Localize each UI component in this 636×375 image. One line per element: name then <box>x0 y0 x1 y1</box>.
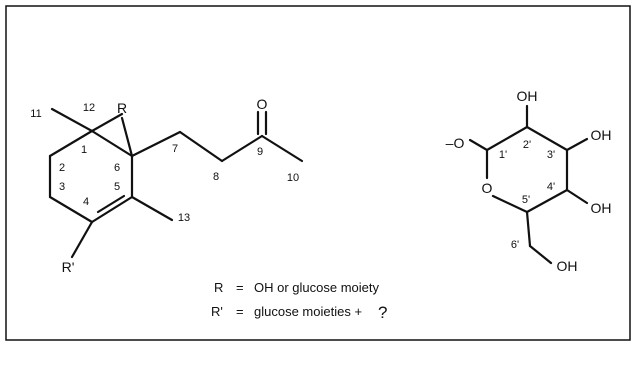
carbonyl-oxygen: O <box>257 96 268 112</box>
bond-c3p-oh <box>565 137 589 152</box>
locant-3p: 3' <box>547 149 555 161</box>
hydroxyl-c6p: OH <box>557 258 578 274</box>
legend-r-prime-symbol: R' <box>211 304 223 319</box>
locant-11: 11 <box>30 108 41 120</box>
locant-2p: 2' <box>523 139 531 151</box>
legend-r-prime-text: glucose moieties + <box>254 304 362 319</box>
glucose-structure: O –O OH OH OH OH 1' 2' 3' 4' 5' 6' <box>446 88 612 274</box>
legend-r-equals: = <box>236 280 244 295</box>
legend-r-symbol: R <box>214 280 223 295</box>
bond-c3-c4 <box>48 195 94 224</box>
bond-c7-c8 <box>178 130 224 163</box>
bond-c6p-oh <box>528 244 553 265</box>
locant-7: 7 <box>172 143 178 155</box>
aglycone-structure: O R R' 11 12 1 2 3 4 5 6 7 8 9 10 13 <box>30 96 304 275</box>
legend-r-prime-equals: = <box>236 304 244 319</box>
glycosidic-oxygen: –O <box>446 135 465 151</box>
bond-c5p-o <box>491 194 529 214</box>
bond-c6-c7 <box>130 130 182 158</box>
bond-c4p-c5p <box>525 188 569 214</box>
bond-c1-c11 <box>50 107 94 133</box>
locant-2: 2 <box>59 162 65 174</box>
bond-c4p-oh <box>565 188 589 205</box>
legend-r-prime-question-mark: ? <box>378 303 387 322</box>
bond-c2p-c3p <box>525 125 569 152</box>
bond-c4-c5-inner <box>96 194 126 214</box>
bond-c8-c9 <box>220 134 264 163</box>
substituent-r: R <box>117 100 127 116</box>
locant-10: 10 <box>287 172 299 184</box>
locant-5p: 5' <box>522 194 530 206</box>
bond-c1p-o-glyc <box>468 138 489 152</box>
hydroxyl-c4p: OH <box>591 200 612 216</box>
locant-1: 1 <box>81 144 87 156</box>
locant-9: 9 <box>257 146 263 158</box>
bond-c5p-c6p <box>525 210 532 248</box>
locant-4p: 4' <box>547 181 555 193</box>
hydroxyl-c2p: OH <box>517 88 538 104</box>
substituent-r-prime: R' <box>62 259 75 275</box>
legend-r-text: OH or glucose moiety <box>254 280 379 295</box>
bond-c1-c2 <box>48 129 94 158</box>
bond-c1p-c2p <box>485 125 529 152</box>
bond-c9-c10 <box>260 134 304 163</box>
locant-1p: 1' <box>499 149 507 161</box>
locant-6p: 6' <box>511 239 519 251</box>
legend: R = OH or glucose moiety R' = glucose mo… <box>211 280 387 322</box>
bond-c4-rprime <box>70 220 94 259</box>
bond-c5-c13 <box>130 195 174 222</box>
bond-c6-c1 <box>90 129 134 158</box>
figure-frame <box>5 5 631 341</box>
locant-12: 12 <box>83 102 95 114</box>
locant-4: 4 <box>83 196 89 208</box>
bond-c1-c12 <box>90 112 124 133</box>
bond-c6-r <box>120 116 134 158</box>
ring-oxygen: O <box>482 180 493 196</box>
locant-6: 6 <box>114 162 120 174</box>
locant-8: 8 <box>213 171 219 183</box>
locant-3: 3 <box>59 181 65 193</box>
locant-13: 13 <box>178 212 190 224</box>
bond-c4-c5-double <box>90 195 134 224</box>
locant-5: 5 <box>114 181 120 193</box>
hydroxyl-c3p: OH <box>591 127 612 143</box>
